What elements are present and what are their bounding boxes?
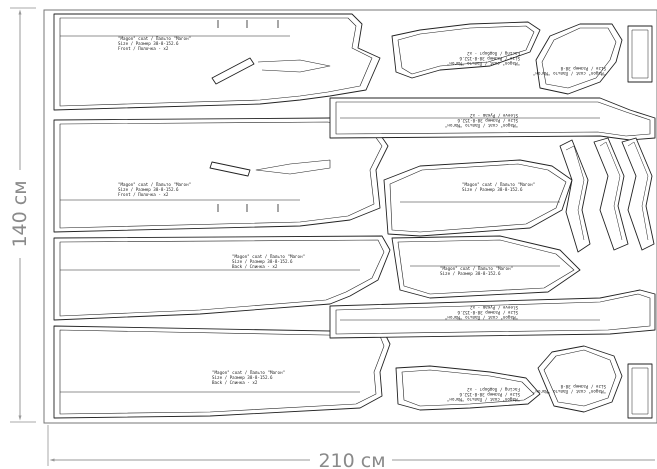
sleeve-label-1-l3: Sleeve / Рукав - x2 [470,113,518,118]
small-piece-top [627,25,653,83]
height-label: 140 см [9,180,31,247]
sleeve-upper-label-l1: "Magon" coat / Пальто "Магон" [462,182,535,187]
collar-piece-1 [535,23,623,95]
sleeve-piece-2 [329,289,656,339]
sleeve-under-piece [391,235,581,299]
sleeve-label-1-l1: "Magon" coat / Пальто "Магон" [445,123,518,128]
pocket-label-1-l1: "Magon" coat / Пальто "Магон" [533,71,606,76]
pocket-label-2-l2: Size / Размер 38-8 [560,384,606,389]
collar-piece-2 [537,345,623,413]
pocket-label-1-l2: Size / Размер 38-8 [560,66,606,71]
front-piece-1 [53,13,381,111]
front-label-1-l2: Size / Размер 38-8-152.6 [118,41,179,46]
facing-label-2-l3: Facing / Подборт - x2 [467,387,520,392]
sleeve-under-label-l1: "Magon" coat / Пальто "Магон" [440,266,513,271]
small-piece-bottom [627,363,653,419]
width-dimension: 210 см [47,425,655,469]
facing-label-1-l2: Size / Размер 38-8-152.6 [459,56,520,61]
sleeve-under-label-l2: Size / Размер 38-8-152.6 [440,271,501,276]
back-label-1-l1: "Magon" coat / Пальто "Магон" [232,254,305,259]
front-label-2-l2: Size / Размер 38-8-152.6 [118,187,179,192]
width-label: 210 см [318,450,385,469]
sleeve-upper-label-l2: Size / Размер 38-8-152.6 [462,187,523,192]
front-label-1-l1: "Magon" coat / Пальто "Магон" [118,36,191,41]
front-label-2-l3: Front / Полочка - x2 [118,192,169,197]
back-label-2-l3: Back / Спинка - x2 [212,380,258,385]
front-label-2-l1: "Magon" coat / Пальто "Магон" [118,182,191,187]
facing-piece-2 [395,365,541,411]
sleeve-piece-1 [329,97,656,141]
front-label-1-l3: Front / Полочка - x2 [118,46,169,51]
back-piece-1 [53,235,391,321]
sleeve-label-2-l1: "Magon" coat / Пальто "Магон" [445,315,518,320]
back-label-2-l1: "Magon" coat / Пальто "Магон" [212,370,285,375]
back-label-2-l2: Size / Размер 38-8-152.6 [212,375,273,380]
facing-piece-1 [391,21,541,79]
sleeve-label-1-l2: Size / Размер 38-8-152.6 [457,118,518,123]
pocket-label-2-l1: "Magon" coat / Пальто "Магон" [533,389,606,394]
sleeve-upper-piece [383,159,573,237]
facing-label-1-l1: "Magon" coat / Пальто "Магон" [447,61,520,66]
facing-label-2-l1: "Magon" coat / Пальто "Магон" [447,397,520,402]
fabric-outline [43,9,657,424]
facing-label-1-l3: Facing / Подборт - x2 [467,51,520,56]
height-dimension: 140 см [9,7,36,423]
back-label-1-l2: Size / Размер 38-8-152.6 [232,259,293,264]
sleeve-label-2-l3: Sleeve / Рукав - x2 [470,305,518,310]
back-label-1-l3: Back / Спинка - x2 [232,264,278,269]
piece-labels: "Magon" coat / Пальто "Магон"Size / Разм… [118,36,606,402]
facing-label-2-l2: Size / Размер 38-8-152.6 [459,392,520,397]
side-panel-pieces [559,137,655,253]
sleeve-label-2-l2: Size / Размер 38-8-152.6 [457,310,518,315]
